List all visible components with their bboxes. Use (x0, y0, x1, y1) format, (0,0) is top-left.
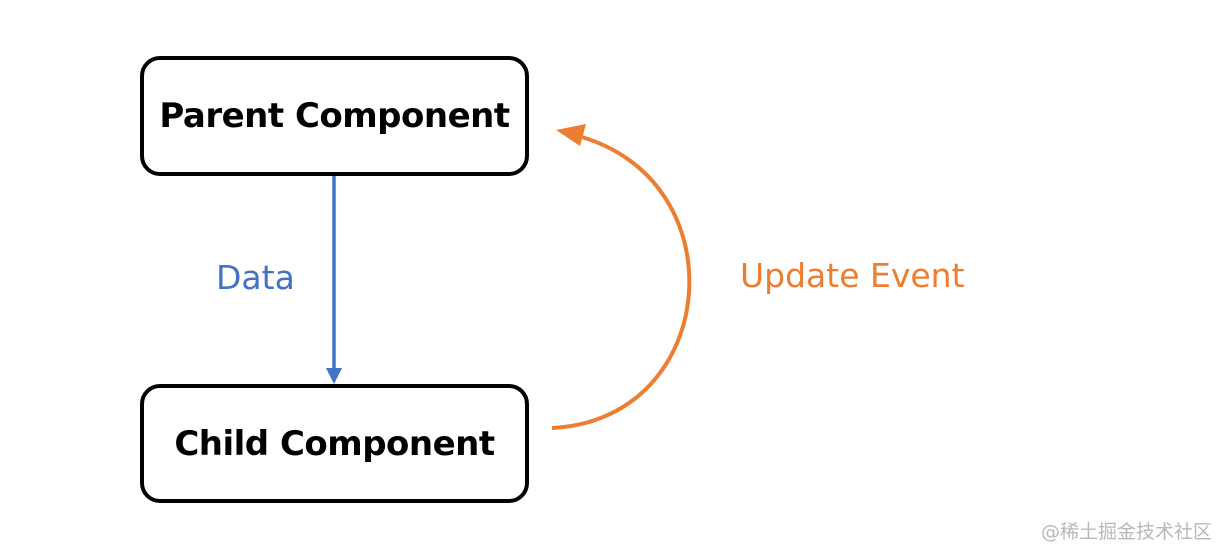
update-event-arrow (551, 124, 692, 430)
data-arrow (326, 176, 342, 384)
parent-component-node: Parent Component (140, 56, 529, 176)
update-event-edge-label: Update Event (740, 256, 965, 295)
data-edge-label: Data (216, 258, 295, 297)
update-event-arrow-curve (551, 134, 692, 430)
data-arrow-head (326, 368, 342, 384)
update-event-arrow-head (556, 124, 586, 146)
child-component-label: Child Component (174, 423, 495, 464)
parent-component-label: Parent Component (159, 96, 510, 136)
child-component-node: Child Component (140, 384, 529, 503)
watermark-text: @稀土掘金技术社区 (1040, 521, 1212, 543)
